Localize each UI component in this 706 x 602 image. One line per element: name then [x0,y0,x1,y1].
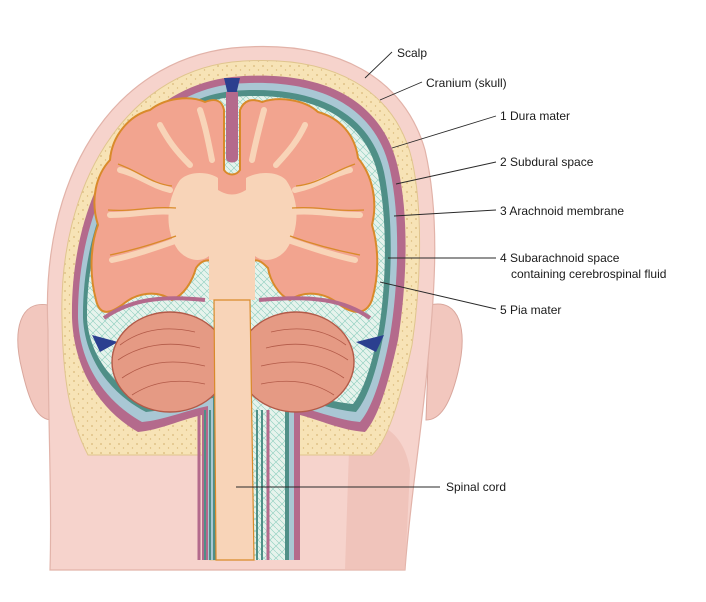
label-arachnoid-membrane: 3 Arachnoid membrane [500,204,624,218]
superior-sagittal-sinus [224,78,240,95]
labels: Scalp Cranium (skull) 1 Dura mater 2 Sub… [397,46,666,494]
cerebrum [90,97,379,313]
tentorium-right [258,296,372,320]
right-ear [425,303,463,421]
left-ear [17,303,53,421]
cerebellum-folia [117,328,349,396]
label-subarachnoid-csf: containing cerebrospinal fluid [511,267,666,281]
falx-cerebri [226,92,238,163]
tentorium-left [102,296,206,320]
label-cranium: Cranium (skull) [426,76,507,90]
leader-pia [379,281,497,310]
sulci [107,107,363,263]
leader-dura [391,115,497,149]
leader-lines [236,51,497,488]
leader-arachnoid [393,209,497,217]
label-subarachnoid-space: 4 Subarachnoid space [500,251,620,265]
leader-scalp [364,51,393,79]
cerebellum [111,311,355,413]
spinal-cord [213,299,255,561]
gyri-outlines [107,163,365,256]
brainstem [210,255,254,300]
spinal-meninges-left [204,410,211,560]
label-pia-mater: 5 Pia mater [500,303,561,317]
left-transverse-sinus [92,335,118,352]
label-scalp: Scalp [397,46,427,60]
white-matter [168,173,297,300]
label-spinal-cord: Spinal cord [446,480,506,494]
leader-subdural [395,161,497,185]
spinal-meninges-right [256,410,263,560]
label-dura-mater: 1 Dura mater [500,109,570,123]
neck-shadow [345,420,410,570]
leader-cranium [379,81,423,101]
label-subdural-space: 2 Subdural space [500,155,594,169]
right-transverse-sinus [356,335,384,352]
